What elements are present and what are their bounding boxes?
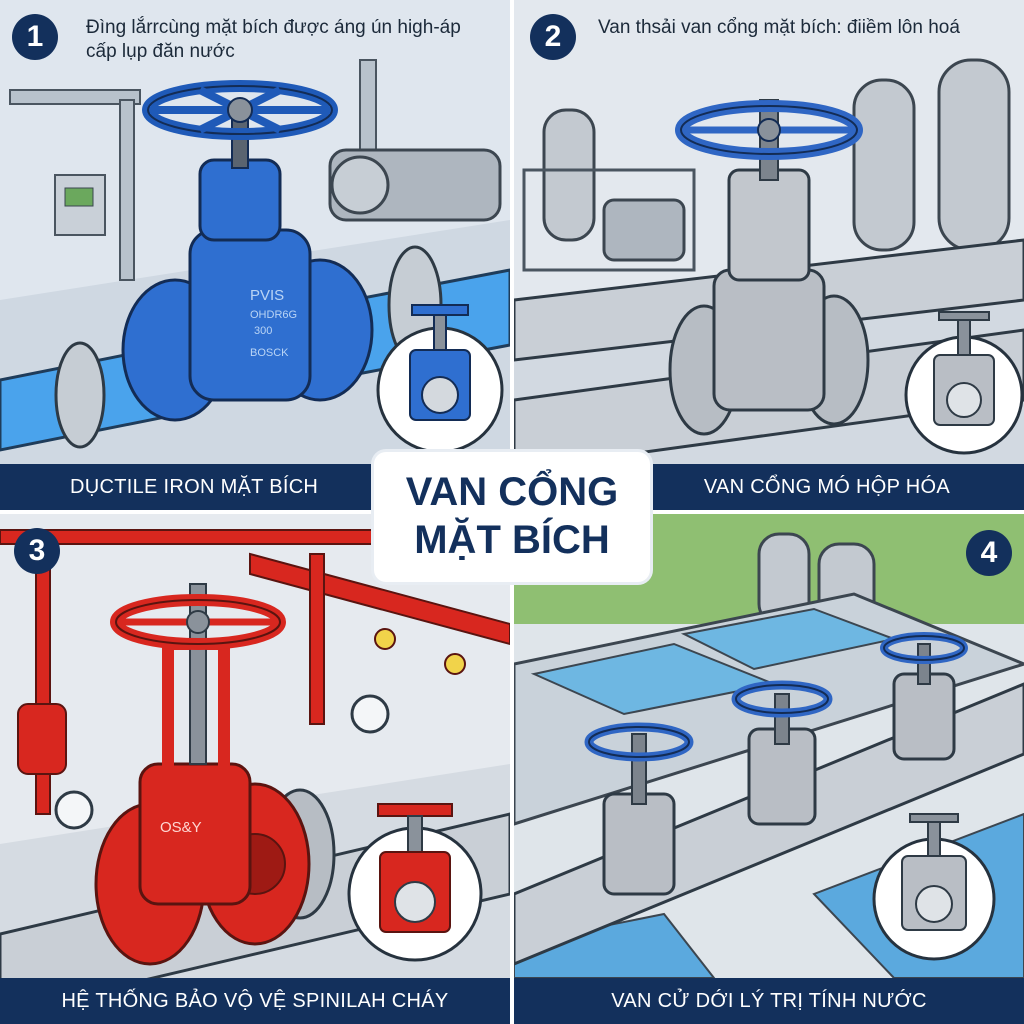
panel-bottom-label: DỤCTILE IRON MẶT BÍCH: [70, 476, 319, 498]
ductile-iron-valve-illustration: PVIS OHDR6G 300 BOSCK: [0, 0, 510, 510]
body-text-1: PVIS: [250, 287, 284, 304]
body-text-4: BOSCK: [250, 347, 289, 359]
panel-fire-protection: OS&Y 3 HỆ THỐNG BẢO VỘ VỆ SPINILAH CHÁY: [0, 514, 510, 1024]
panel-bottom-label-bar: HỆ THỐNG BẢO VỘ VỆ SPINILAH CHÁY: [0, 978, 510, 1024]
panel-top-caption: Đìng lắrrcùng mặt bích được áng ún high-…: [86, 17, 461, 62]
panel-ductile-iron: PVIS OHDR6G 300 BOSCK 1 Đìng lắrrcùng mặ…: [0, 0, 510, 510]
panel-bottom-label: VAN CỬ DỚI LÝ TRỊ TÍNH NƯỚC: [611, 990, 927, 1012]
main-title-line-1: VAN CỔNG: [405, 470, 619, 514]
water-treatment-valves-illustration: [514, 514, 1024, 1024]
body-text: OS&Y: [160, 819, 202, 836]
panel-top-caption: Van thsải van cổng mặt bích: điiềm lôn h…: [598, 17, 960, 38]
panel-water-treatment: 4 VAN CỬ DỚI LÝ TRỊ TÍNH NƯỚC: [514, 514, 1024, 1024]
body-text-3: 300: [254, 325, 272, 337]
panel-bottom-label: VAN CỔNG MÓ HỘP HÓA: [703, 476, 950, 498]
chemical-gate-valve-illustration: [514, 0, 1024, 510]
fire-protection-valve-illustration: OS&Y: [0, 514, 510, 1024]
panel-chemical-gate-valve: 2 Van thsải van cổng mặt bích: điiềm lôn…: [514, 0, 1024, 510]
panel-bottom-label-bar: VAN CỬ DỚI LÝ TRỊ TÍNH NƯỚC: [514, 978, 1024, 1024]
panel-bottom-label: HỆ THỐNG BẢO VỘ VỆ SPINILAH CHÁY: [61, 990, 449, 1012]
panel-number-badge: 4: [966, 530, 1012, 576]
panel-number-badge: 3: [14, 528, 60, 574]
panel-number-badge: 2: [530, 14, 576, 60]
panel-number-badge: 1: [12, 14, 58, 60]
body-text-2: OHDR6G: [250, 309, 297, 321]
main-title-line-2: MẶT BÍCH: [414, 518, 610, 562]
main-title-card: VAN CỔNG MẶT BÍCH: [374, 452, 650, 582]
